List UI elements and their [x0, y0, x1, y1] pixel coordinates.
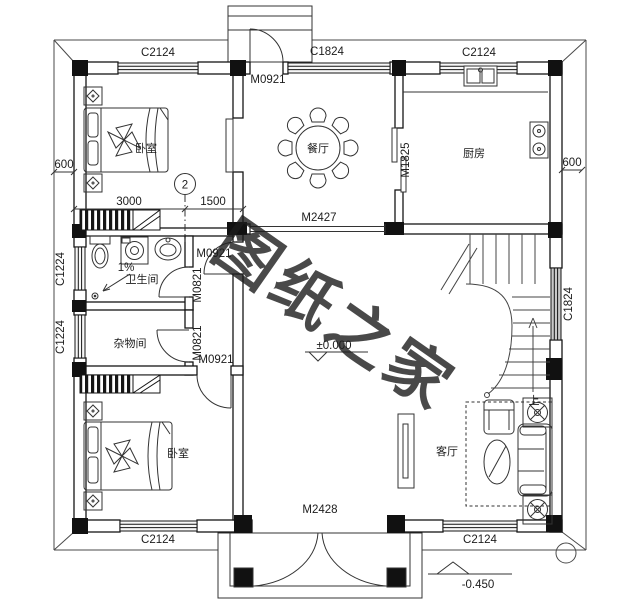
doors-graphics — [156, 28, 407, 587]
bed — [83, 421, 173, 491]
kitchen-fixtures — [403, 65, 549, 159]
window-label-bottom-right: C2124 — [463, 534, 497, 546]
porch-column-right — [386, 567, 407, 588]
plant-table — [522, 397, 553, 428]
toilet — [89, 235, 111, 269]
room-label-bedroom1: 卧室 — [135, 141, 157, 155]
opening-m2427 — [249, 224, 386, 234]
window-top-left — [117, 62, 199, 74]
door-label-kitchen: M1825 — [400, 142, 412, 177]
level-ground-symbol — [305, 351, 368, 362]
grid-axis-2 — [174, 173, 196, 242]
window-label-left-lower: C1224 — [55, 319, 67, 353]
floor-drain — [91, 292, 99, 300]
window-label-bottom-left: C2124 — [141, 534, 175, 546]
windows-graphics — [74, 62, 562, 532]
stove — [529, 121, 549, 159]
stair-break-line — [440, 243, 478, 295]
door-bedroom2 — [196, 374, 232, 409]
door-hall — [203, 241, 237, 275]
window-left-upper — [74, 246, 86, 291]
basin — [154, 237, 182, 261]
sofa — [517, 423, 553, 497]
eave-outline — [53, 39, 587, 564]
plant-table — [522, 494, 553, 525]
columns — [72, 60, 562, 534]
door-label-m2427: M2427 — [301, 212, 336, 224]
window-bottom-right — [442, 520, 518, 532]
wardrobe-bottom — [79, 374, 161, 394]
room-label-bathroom: 卫生间 — [126, 272, 159, 286]
door-label-top-porch: M0921 — [250, 74, 285, 86]
door-label-bedroom2: M0921 — [198, 354, 233, 366]
door-label-bathroom: M0821 — [192, 267, 204, 302]
stairs-up-label: 上 — [529, 394, 540, 407]
porch-column-left — [233, 567, 254, 588]
window-label-left-upper: C1224 — [55, 251, 67, 285]
top-porch — [227, 5, 313, 63]
washing-machine — [120, 236, 149, 265]
window-top-center — [287, 62, 391, 74]
dim-label-left-eave: 600 — [54, 159, 73, 171]
bathroom-fixtures — [89, 235, 182, 300]
door-label-storage: M0821 — [192, 325, 204, 360]
coffee-table — [483, 439, 511, 485]
stair-up-arrow — [528, 317, 538, 392]
stair-stringer-curve — [465, 283, 513, 395]
room-label-kitchen: 厨房 — [463, 147, 485, 160]
room-label-dining: 餐厅 — [307, 141, 329, 155]
slope-label: 1% — [118, 262, 135, 274]
door-bedroom1-leaf — [225, 118, 234, 173]
nightstand — [83, 173, 103, 193]
window-bottom-left — [119, 520, 198, 532]
bed — [83, 107, 169, 173]
door-bathroom — [158, 266, 190, 298]
entrance-porch — [217, 532, 423, 599]
dim-label-3000: 3000 — [116, 196, 142, 208]
door-top-porch — [249, 28, 284, 63]
dimension-graphics — [50, 166, 586, 575]
dim-3000-1500 — [70, 205, 247, 213]
level-label-porch: -0.450 — [462, 579, 495, 591]
door-label-hall: M0921 — [196, 248, 231, 260]
room-label-storage: 杂物间 — [114, 336, 147, 350]
window-label-top-left: C2124 — [141, 47, 175, 59]
living-furniture — [397, 397, 553, 525]
window-right-stair — [550, 267, 562, 341]
nightstand — [83, 86, 103, 106]
window-label-top-right: C2124 — [462, 47, 496, 59]
dining-chairs — [277, 107, 359, 189]
bedroom2-furniture — [83, 401, 173, 511]
dim-right-eave — [558, 166, 586, 174]
door-label-entrance: M2428 — [302, 504, 337, 516]
nightstand — [83, 401, 103, 421]
dim-label-right-eave: 600 — [562, 157, 581, 169]
level-label-ground: ±0.000 — [316, 340, 351, 352]
grid-bubble-label: 2 — [182, 180, 188, 192]
slope-arrow — [102, 273, 131, 292]
nightstand — [83, 491, 103, 511]
dim-left-eave — [50, 168, 78, 176]
staircase — [440, 234, 550, 398]
armchair — [483, 399, 515, 435]
dining-table — [295, 125, 341, 171]
level-porch-symbol — [428, 561, 512, 575]
room-label-living: 客厅 — [436, 444, 458, 458]
tv-cabinet — [397, 413, 415, 489]
door-entrance-double — [253, 532, 387, 587]
dining-table-set — [277, 107, 359, 189]
window-label-right: C1824 — [563, 286, 575, 320]
door-storage — [156, 329, 190, 363]
window-label-top-center: C1824 — [310, 46, 344, 58]
corner-column-circle — [555, 542, 577, 564]
room-label-bedroom2: 卧室 — [167, 446, 189, 460]
door-kitchen-sliding — [391, 127, 407, 193]
bedroom1-furniture — [83, 86, 169, 193]
window-left-lower — [74, 314, 86, 359]
wardrobe-top — [79, 209, 161, 231]
kitchen-sink — [463, 65, 498, 87]
dim-label-1500: 1500 — [200, 196, 226, 208]
